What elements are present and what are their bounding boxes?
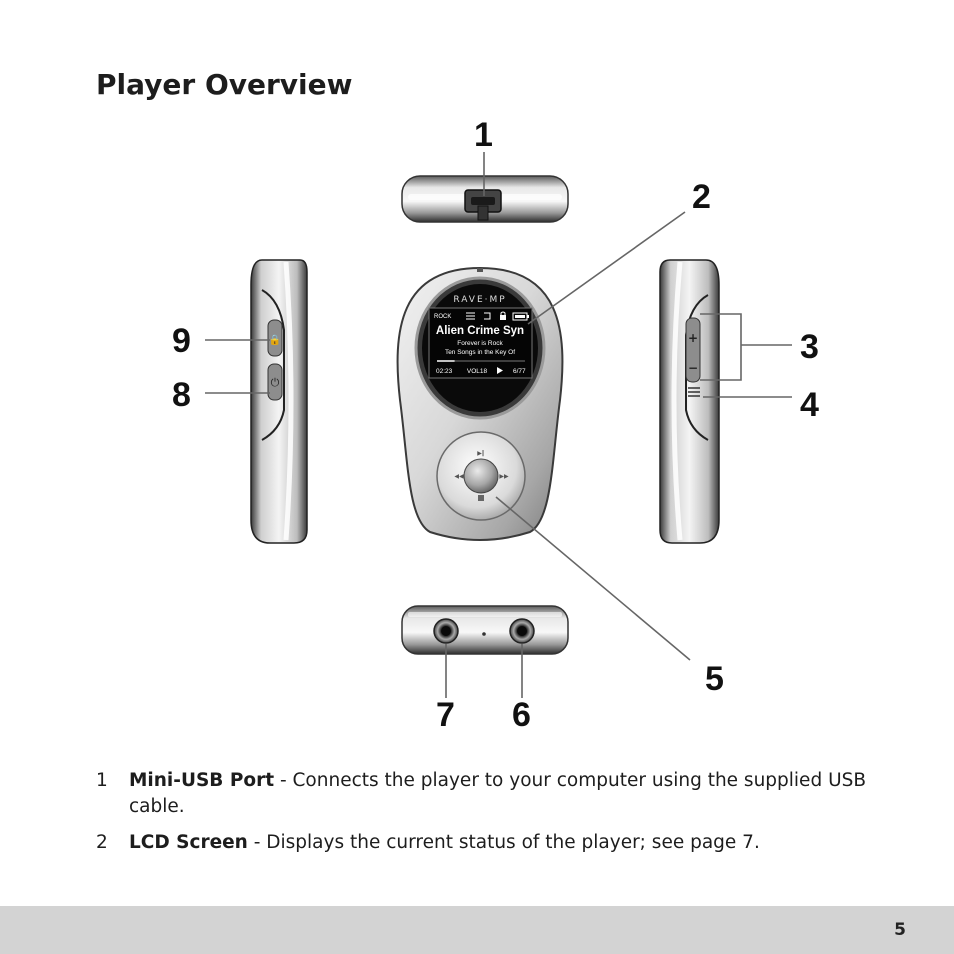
headphone-jack [433,618,459,644]
screen-track-title: Alien Crime Syn [436,325,524,337]
callout-2: 2 [692,178,711,216]
lcd-screen: ROCK Alien Crime Syn Forever is Rock Ten… [428,307,533,379]
screen-track-count: 6/77 [513,368,526,375]
hold-switch [267,319,283,357]
player-right-side-view: + − [659,259,720,544]
description-item: 2 LCD Screen - Displays the current stat… [96,830,886,856]
page-title: Player Overview [96,68,353,101]
screen-genre: ROCK [434,314,451,320]
microphone [482,632,486,636]
callout-9: 9 [172,322,191,360]
item-number: 1 [96,770,108,791]
power-icon: ⏻ [271,376,280,389]
navigation-wheel: ▶‖ ◀◀ ▶▶ [436,431,526,521]
callout-5: 5 [705,660,724,698]
mini-usb-port-icon [464,189,502,221]
plus-icon: + [688,331,698,345]
previous-icon: ◀◀ [454,473,464,480]
item-text: - Connects the player to your computer u… [129,770,867,817]
item-number: 2 [96,832,108,853]
description-item: 1 Mini-USB Port - Connects the player to… [96,768,886,820]
leader-2 [527,211,686,325]
player-diagram: 🔒 ⏻ + − RAVE·MP ROCK [205,152,792,698]
stop-menu-icon [478,495,484,501]
callout-1: 1 [474,116,493,154]
leader-5 [495,496,691,661]
play-status-icon [497,367,503,374]
callout-4: 4 [800,386,819,424]
item-term: LCD Screen [129,832,248,853]
page-number: 5 [894,920,906,940]
screen-album: Ten Songs in the Key Of [445,349,515,356]
callout-3: 3 [800,328,819,366]
description-list: 1 Mini-USB Port - Connects the player to… [96,768,886,866]
callout-7: 7 [436,696,455,734]
item-term: Mini-USB Port [129,770,275,791]
footer-bar: 5 [0,906,954,954]
callout-6: 6 [512,696,531,734]
player-bottom-view [401,605,569,655]
lock-status-icon [500,311,506,320]
center-button [463,458,499,494]
screen-artist: Forever is Rock [457,340,503,347]
eq-icon [466,312,475,320]
line-in-jack [509,618,535,644]
player-front-view: RAVE·MP ROCK Alien Crime Syn For [396,266,564,541]
volume-buttons [685,317,701,383]
screen-time: 02:23 [436,368,453,375]
next-icon: ▶▶ [499,473,509,480]
power-button [267,363,283,401]
lock-icon: 🔒 [269,334,281,346]
minus-icon: − [688,361,698,375]
player-left-side-view: 🔒 ⏻ [250,259,308,544]
callout-8: 8 [172,376,191,414]
item-text: - Displays the current status of the pla… [247,832,760,853]
brand-logo: RAVE·MP [453,295,506,305]
speaker-grille [688,387,700,397]
callout-leader-lines [205,152,792,698]
battery-icon [512,312,529,321]
screen-volume: VOL18 [467,368,488,375]
repeat-icon [484,312,491,320]
play-pause-icon: ▶‖ [477,450,485,457]
leader-3-bracket [700,313,742,381]
player-top-view [401,175,569,223]
